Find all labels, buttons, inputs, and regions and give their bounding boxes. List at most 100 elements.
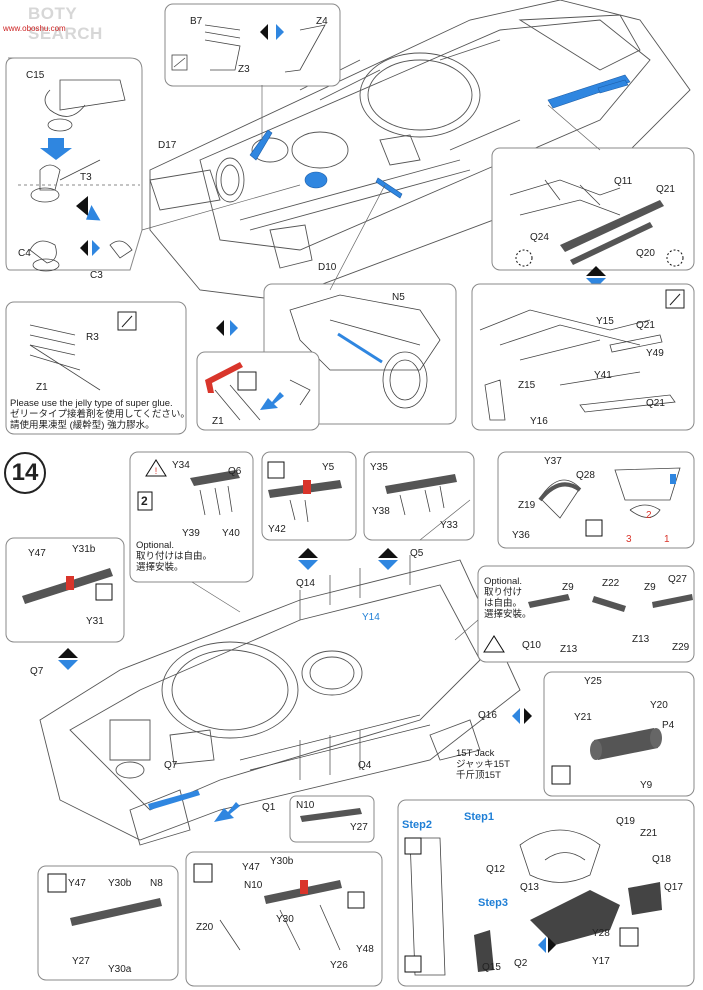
label-y49: Y49 bbox=[646, 348, 664, 359]
label-y41: Y41 bbox=[594, 370, 612, 381]
optional-2-cn: 選擇安裝。 bbox=[484, 609, 532, 620]
label-r3: R3 bbox=[86, 332, 99, 343]
panel-y25-p4 bbox=[543, 671, 695, 797]
label-y9: Y9 bbox=[640, 780, 653, 791]
label-y40: Y40 bbox=[222, 528, 240, 539]
label-n10-b: N10 bbox=[244, 880, 263, 891]
count-box bbox=[137, 491, 153, 511]
label-y30b-a: Y30b bbox=[108, 878, 132, 889]
label-z22: Z22 bbox=[602, 578, 620, 589]
panel-b7-z4 bbox=[164, 3, 341, 87]
label-y30a: Y30a bbox=[108, 964, 132, 975]
jack-label: 15T Jack ジャッキ15T 千斤顶15T bbox=[456, 748, 510, 781]
arrow-updown-right bbox=[586, 266, 606, 288]
blue-arrow-z1 bbox=[260, 392, 284, 410]
arrow-updown-left bbox=[58, 648, 78, 670]
jack-jp: ジャッキ15T bbox=[456, 759, 510, 770]
label-c4: C4 bbox=[18, 248, 31, 259]
optional-2-jp: 取り付け bbox=[484, 587, 523, 598]
label-q2: Q2 bbox=[514, 958, 528, 969]
optional-2-jp2: は自由。 bbox=[484, 598, 523, 609]
label-y28: Y28 bbox=[592, 928, 610, 939]
label-q6: Q6 bbox=[228, 466, 242, 477]
glue-note-jp: ゼリータイプ接着剤を使用してください。 bbox=[10, 409, 190, 420]
label-q10: Q10 bbox=[522, 640, 541, 651]
label-z4: Z4 bbox=[316, 16, 328, 27]
blue-arrow-q7 bbox=[214, 802, 240, 822]
label-c15: C15 bbox=[26, 70, 45, 81]
watermark-text: BOTY SEARCH bbox=[28, 4, 103, 43]
optional-1-cn: 選擇安裝。 bbox=[136, 562, 184, 573]
glue-note-en: Please use the jelly type of super glue. bbox=[10, 398, 173, 409]
step-number: 14 bbox=[4, 452, 46, 494]
label-y31b: Y31b bbox=[72, 544, 96, 555]
label-q20: Q20 bbox=[636, 248, 655, 259]
label-q19: Q19 bbox=[616, 816, 635, 827]
label-y15: Y15 bbox=[596, 316, 614, 327]
blue-part-q7-bottom bbox=[148, 790, 200, 810]
hull-attachment-lines bbox=[239, 555, 431, 780]
label-z15: Z15 bbox=[518, 380, 536, 391]
label-z9-a: Z9 bbox=[562, 582, 574, 593]
arrow-step3 bbox=[538, 937, 556, 953]
label-t3: T3 bbox=[80, 172, 92, 183]
optional-note-2: Optional. 取り付け は自由。 選擇安裝。 bbox=[484, 576, 532, 620]
panel-y5-y42 bbox=[261, 451, 357, 541]
label-z19: Z19 bbox=[518, 500, 536, 511]
count-2: 2 bbox=[141, 494, 148, 508]
label-q12: Q12 bbox=[486, 864, 505, 875]
label-y16: Y16 bbox=[530, 416, 548, 427]
label-b7: B7 bbox=[190, 16, 203, 27]
label-y31: Y31 bbox=[86, 616, 104, 627]
glue-note: Please use the jelly type of super glue.… bbox=[10, 398, 190, 431]
label-y42: Y42 bbox=[268, 524, 286, 535]
label-z20: Z20 bbox=[196, 922, 214, 933]
label-n8: N8 bbox=[150, 878, 163, 889]
label-y25: Y25 bbox=[584, 676, 602, 687]
jack-en: 15T Jack bbox=[456, 748, 495, 759]
down-arrow-c15 bbox=[40, 138, 72, 160]
panel-y15 bbox=[471, 283, 695, 431]
label-z21: Z21 bbox=[640, 828, 658, 839]
label-y27-b: Y27 bbox=[72, 956, 90, 967]
label-n10-a: N10 bbox=[296, 800, 315, 811]
label-y14: Y14 bbox=[362, 612, 380, 623]
label-y33: Y33 bbox=[440, 520, 458, 531]
upper-hull-drawing bbox=[149, 0, 691, 301]
cement-icon bbox=[515, 249, 684, 267]
label-q1: Q1 bbox=[262, 802, 276, 813]
arrow-b7-z4 bbox=[260, 24, 284, 40]
label-q7-a: Q7 bbox=[30, 666, 44, 677]
panel-y35 bbox=[363, 451, 475, 541]
optional-note-1: Optional. 取り付けは自由。 選擇安裝。 bbox=[136, 540, 212, 573]
panel-c15 bbox=[5, 57, 143, 271]
label-q16: Q16 bbox=[478, 710, 497, 721]
blue-parts-top bbox=[249, 74, 631, 199]
label-q18: Q18 bbox=[652, 854, 671, 865]
label-y37: Y37 bbox=[544, 456, 562, 467]
label-n5: N5 bbox=[392, 292, 405, 303]
label-c3: C3 bbox=[90, 270, 103, 281]
optional-1-en: Optional. bbox=[136, 540, 175, 551]
label-y21: Y21 bbox=[574, 712, 592, 723]
warning-icon-2 bbox=[483, 635, 505, 653]
label-num-2: 2 bbox=[646, 510, 652, 521]
label-q11: Q11 bbox=[614, 176, 633, 187]
glue-note-cn: 請使用果凍型 (緩幹型) 強力膠水。 bbox=[10, 420, 155, 431]
label-y5: Y5 bbox=[322, 462, 335, 473]
label-y47-b: Y47 bbox=[68, 878, 86, 889]
red-part-z1 bbox=[205, 362, 243, 393]
grey-tube-q21 bbox=[560, 200, 664, 265]
panel-optional-z9 bbox=[477, 565, 695, 663]
label-q15: Q15 bbox=[482, 962, 501, 973]
label-y35: Y35 bbox=[370, 462, 388, 473]
arrow-t3 bbox=[76, 196, 88, 216]
warning-icon-1 bbox=[145, 459, 167, 477]
label-num-1: 1 bbox=[664, 534, 670, 545]
label-y30: Y30 bbox=[276, 914, 294, 925]
label-y36: Y36 bbox=[512, 530, 530, 541]
label-z3: Z3 bbox=[238, 64, 250, 75]
label-p4: P4 bbox=[662, 720, 675, 731]
label-y38: Y38 bbox=[372, 506, 390, 517]
